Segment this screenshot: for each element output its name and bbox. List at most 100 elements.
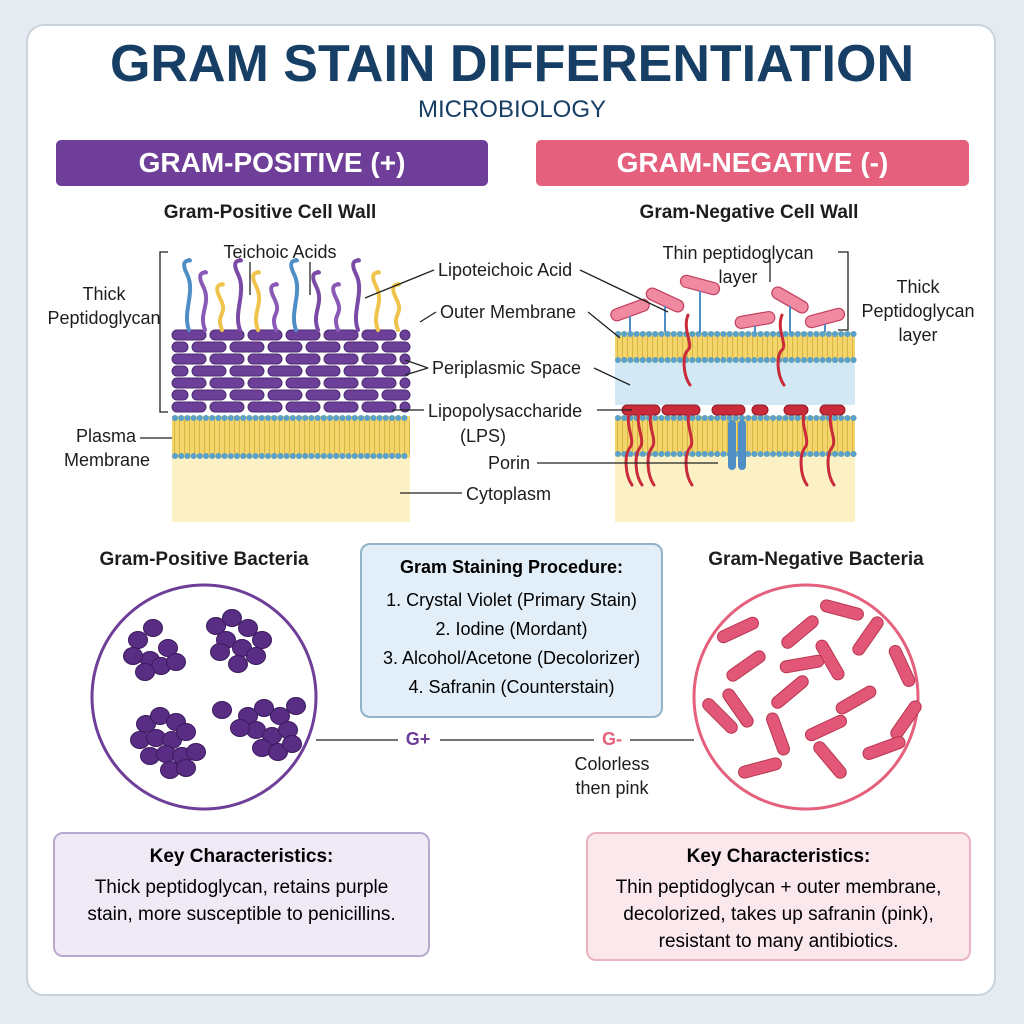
positive-plasma-membrane-head [345,453,352,459]
inner-membrane-head [819,451,826,457]
lps-lipid-strand [682,313,692,387]
coccus-cell [186,743,206,761]
inner-membrane-head [794,451,801,457]
positive-plasma-membrane-head [178,453,185,459]
positive-plasma-membrane-head [271,415,278,421]
inner-membrane-head [708,451,714,457]
outer-membrane-head [621,331,628,337]
inner-membrane-head [770,451,776,457]
positive-plasma-membrane-head [258,453,265,459]
thin-peptidoglycan-segment [751,404,769,416]
bacillus-cell [862,736,906,760]
positive-plasma-membrane-head [320,415,327,421]
lps-capsule [679,274,721,296]
g-plus-label: G+ [405,729,431,749]
positive-plasma-membrane-head [333,453,340,459]
negative-wall-title: Gram-Negative Cell Wall [639,202,859,223]
outer-membrane-head [646,357,652,363]
cytoplasm-label: Cytoplasm [466,484,552,504]
bacillus-cell [722,688,754,728]
positive-plasma-membrane-head [314,415,321,421]
positive-plasma-membrane-head [246,415,253,421]
periplasmic-right-leader [593,367,631,386]
inner-membrane-head [639,415,646,421]
positive-plasma-membrane-head [339,415,346,421]
outer-membrane-head [714,357,721,363]
thin-peptidoglycan-label-line2: layer [718,267,758,287]
outer-membrane-head [838,357,845,363]
neg-peptidoglycan-bracket [838,251,849,331]
peptidoglycan-brick [343,389,379,401]
outer-membrane-head [763,357,770,363]
inner-membrane-head [708,415,714,421]
bacillus-cell [738,757,782,779]
periplasmic-leader [404,367,429,376]
periplasmic-space [615,360,855,405]
outer-membrane-head [751,357,758,363]
lps-label-line1: Lipopolysaccharide [428,401,583,421]
outer-membrane-head [819,331,826,337]
bacillus-cell [702,698,738,734]
positive-plasma-membrane-head [277,415,284,421]
outer-membrane-head [794,331,801,337]
peptidoglycan-brick [191,341,227,353]
inner-membrane-head [770,415,776,421]
thick-peptidoglycan-label-line2: Peptidoglycan [47,308,161,328]
outer-membrane-head [627,331,634,337]
teichoic-acid-strand [182,258,193,332]
outer-membrane-head [788,357,795,363]
positive-plasma-membrane-head [395,453,402,459]
lps-lipid-strand [684,408,694,487]
positive-plasma-membrane-head [227,415,234,421]
inner-membrane-head [652,451,659,457]
positive-plasma-membrane-head [271,453,278,459]
procedure-title: Gram Staining Procedure: [399,557,624,577]
outer-membrane-head [832,357,838,363]
teichoic-acid-strand [233,258,244,332]
inner-membrane-head [844,451,851,457]
positive-plasma-membrane-head [215,415,222,421]
outer-membrane-head [615,357,621,363]
procedure-box: Gram Staining Procedure: 1. Crystal Viol… [360,543,663,718]
peptidoglycan-brick [381,389,411,401]
coccus-cell [123,647,143,665]
peptidoglycan-brick [285,353,321,365]
teichoic-acids-label: Teichoic Acids [223,242,337,262]
positive-plasma-membrane-head [258,415,265,421]
positive-plasma-membrane-head [215,453,222,459]
inner-membrane-head [714,415,721,421]
outer-membrane-head [819,357,826,363]
inner-membrane-head [615,415,621,421]
key-positive-line: stain, more susceptible to penicillins. [87,904,396,925]
coccus-cell [246,647,266,665]
outer-membrane-head [807,331,814,337]
peptidoglycan-brick [305,365,341,377]
inner-membrane-head [658,451,665,457]
gram-negative-banner: GRAM-NEGATIVE (-) [536,140,969,186]
page-subtitle: MICROBIOLOGY [417,96,607,123]
outer-membrane-head [813,331,820,337]
peptidoglycan-brick [247,353,283,365]
key-characteristics-positive: Key Characteristics: Thick peptidoglycan… [53,832,430,957]
peptidoglycan-brick [209,353,245,365]
positive-plasma-membrane-head [364,453,371,459]
teichoic-acid-strand [391,282,402,332]
positive-plasma-membrane-head [277,453,284,459]
positive-plasma-membrane-head [382,415,389,421]
coccus-cell [166,653,186,671]
peptidoglycan-brick [305,389,341,401]
positive-plasma-membrane-head [240,415,247,421]
coccus-cell [176,759,196,777]
inner-membrane-head [726,415,733,421]
inner-membrane-head [677,415,683,421]
lps-capsule [804,307,846,329]
outer-membrane-head [732,331,739,337]
coccus-cell [206,617,226,635]
outer-membrane-head [838,331,845,337]
outer-membrane-head [794,357,801,363]
inner-membrane-head [732,415,739,421]
positive-plasma-membrane-head [283,453,290,459]
colorless-note-line1: Colorless [574,754,650,774]
bacillus-cell [716,616,760,644]
outer-membrane-head [813,357,820,363]
